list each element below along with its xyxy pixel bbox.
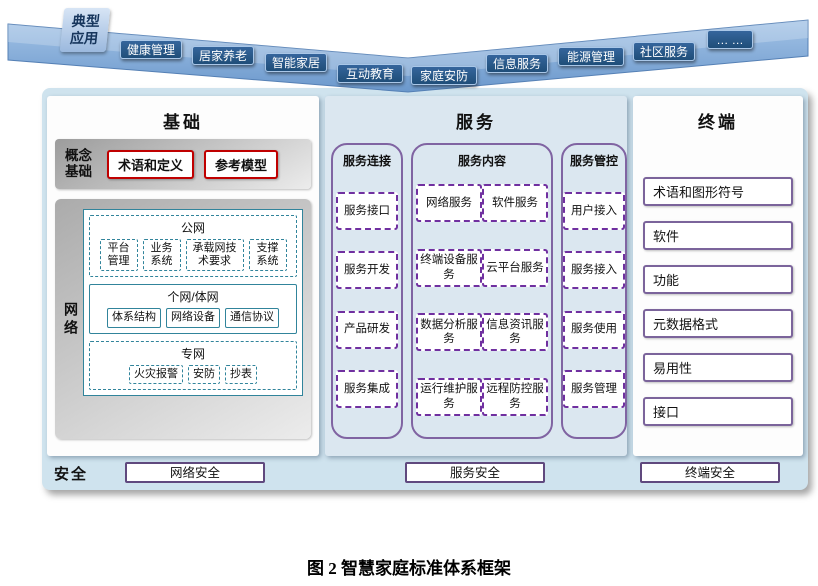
network-inner-box: 公网 平台管理 业务系统 承载网技术要求 支撑系统 个网/体网 体系结构 网络设… xyxy=(83,209,303,396)
service-content-title: 服务内容 xyxy=(457,154,506,168)
concept-item-terms: 术语和定义 xyxy=(107,149,195,179)
app-security: 家庭安防 xyxy=(411,66,477,85)
public-network-items: 平台管理 业务系统 承载网技术要求 支撑系统 xyxy=(94,239,292,272)
net-item-metering: 抄表 xyxy=(225,364,257,384)
app-info: 信息服务 xyxy=(486,54,548,73)
personal-network-title: 个网/体网 xyxy=(167,290,219,305)
net-item-platform: 平台管理 xyxy=(99,239,138,272)
figure-caption: 图 2 智慧家庭标准体系框架 xyxy=(307,559,511,578)
svc-item-remote: 远程防控服务 xyxy=(482,377,548,416)
service-control-items: 用户接入 服务接入 服务使用 服务管理 xyxy=(563,171,625,429)
term-item-function: 功能 xyxy=(643,265,793,294)
service-panel: 服务 服务连接 服务接口 服务开发 产品研发 服务集成 服务内容 网络服务 软 xyxy=(325,96,627,456)
concept-label: 概念基础 xyxy=(65,147,92,179)
ribbon-label: 典型应用 xyxy=(69,13,101,46)
network-section: 网络 公网 平台管理 业务系统 承载网技术要求 支撑系统 个网/体网 xyxy=(55,199,311,439)
net-item-support: 支撑系统 xyxy=(248,239,287,272)
foundation-title: 基础 xyxy=(163,113,203,132)
svc-item-analytics: 数据分析服务 xyxy=(416,313,482,352)
svc-item-rnd: 产品研发 xyxy=(336,310,398,349)
service-title: 服务 xyxy=(456,113,496,132)
personal-network-items: 体系结构 网络设备 通信协议 xyxy=(94,308,292,328)
concept-section: 概念基础 术语和定义 参考模型 xyxy=(55,139,311,189)
app-education: 互动教育 xyxy=(337,64,403,83)
service-connect-title: 服务连接 xyxy=(342,154,391,168)
net-item-bearer: 承载网技术要求 xyxy=(185,239,244,272)
service-columns: 服务连接 服务接口 服务开发 产品研发 服务集成 服务内容 网络服务 软件服务 … xyxy=(325,139,627,439)
term-item-usability: 易用性 xyxy=(643,353,793,382)
svc-item-network: 网络服务 xyxy=(416,184,482,223)
security-terminal: 终端安全 xyxy=(640,462,780,483)
svc-item-integration: 服务集成 xyxy=(336,369,398,408)
service-control-title: 服务管控 xyxy=(569,154,618,168)
service-content-items: 网络服务 软件服务 终端设备服务 云平台服务 数据分析服务 信息资讯服务 运行维… xyxy=(416,171,548,429)
security-label: 安全 xyxy=(54,466,89,483)
net-item-firealarm: 火灾报警 xyxy=(129,364,183,384)
foundation-panel: 基础 概念基础 术语和定义 参考模型 网络 公网 平台管理 业务系统 承载网技术… xyxy=(47,96,319,456)
service-control-group: 服务管控 用户接入 服务接入 服务使用 服务管理 xyxy=(561,143,627,439)
term-item-metadata: 元数据格式 xyxy=(643,309,793,338)
net-item-business: 业务系统 xyxy=(142,239,181,272)
public-network-group: 公网 平台管理 业务系统 承载网技术要求 支撑系统 xyxy=(89,215,297,278)
service-connect-items: 服务接口 服务开发 产品研发 服务集成 xyxy=(336,171,398,429)
service-content-group: 服务内容 网络服务 软件服务 终端设备服务 云平台服务 数据分析服务 信息资讯服… xyxy=(411,143,553,439)
private-network-title: 专网 xyxy=(180,346,205,361)
security-service: 服务安全 xyxy=(405,462,545,483)
applications-ribbon: 典型应用 健康管理 居家养老 智能家居 互动教育 家庭安防 信息服务 能源管理 … xyxy=(0,0,818,104)
svc-item-terminal: 终端设备服务 xyxy=(416,248,482,287)
term-item-software: 软件 xyxy=(643,221,793,250)
svc-item-service-mgmt: 服务管理 xyxy=(563,369,625,408)
app-health: 健康管理 xyxy=(120,40,182,59)
terminal-panel: 终端 术语和图形符号 软件 功能 元数据格式 易用性 接口 xyxy=(633,96,803,456)
app-energy: 能源管理 xyxy=(558,47,624,66)
personal-network-group: 个网/体网 体系结构 网络设备 通信协议 xyxy=(89,284,297,334)
app-more: … … xyxy=(707,30,753,49)
concept-item-model: 参考模型 xyxy=(204,149,279,179)
private-network-group: 专网 火灾报警 安防 抄表 xyxy=(89,340,297,390)
svc-item-cloud: 云平台服务 xyxy=(482,248,548,287)
ribbon-corner-tab: 典型应用 xyxy=(59,8,111,52)
private-network-items: 火灾报警 安防 抄表 xyxy=(94,364,292,384)
framework-board: 基础 概念基础 术语和定义 参考模型 网络 公网 平台管理 业务系统 承载网技术… xyxy=(42,88,808,490)
network-label: 网络 xyxy=(64,301,78,336)
term-item-symbols: 术语和图形符号 xyxy=(643,177,793,206)
svc-item-maintenance: 运行维护服务 xyxy=(416,377,482,416)
service-connect-group: 服务连接 服务接口 服务开发 产品研发 服务集成 xyxy=(331,143,403,439)
term-item-interface: 接口 xyxy=(643,397,793,426)
svc-item-service-usage: 服务使用 xyxy=(563,310,625,349)
net-item-equipment: 网络设备 xyxy=(166,308,220,328)
svc-item-infoservice: 信息资讯服务 xyxy=(482,313,548,352)
net-item-architecture: 体系结构 xyxy=(107,308,161,328)
app-community: 社区服务 xyxy=(633,42,695,61)
app-smarthome: 智能家居 xyxy=(265,53,327,72)
net-item-protocol: 通信协议 xyxy=(225,308,279,328)
app-eldercare: 居家养老 xyxy=(192,46,254,65)
svc-item-service-access: 服务接入 xyxy=(563,251,625,290)
svc-item-development: 服务开发 xyxy=(336,251,398,290)
terminal-title: 终端 xyxy=(698,113,738,132)
svc-item-user-access: 用户接入 xyxy=(563,192,625,231)
net-item-defense: 安防 xyxy=(188,364,220,384)
svc-item-interface: 服务接口 xyxy=(336,192,398,231)
terminal-items: 术语和图形符号 软件 功能 元数据格式 易用性 接口 xyxy=(633,139,803,426)
public-network-title: 公网 xyxy=(180,221,205,235)
security-row: 安全 网络安全 服务安全 终端安全 xyxy=(42,456,808,490)
security-network: 网络安全 xyxy=(125,462,265,483)
svc-item-software: 软件服务 xyxy=(482,184,548,223)
